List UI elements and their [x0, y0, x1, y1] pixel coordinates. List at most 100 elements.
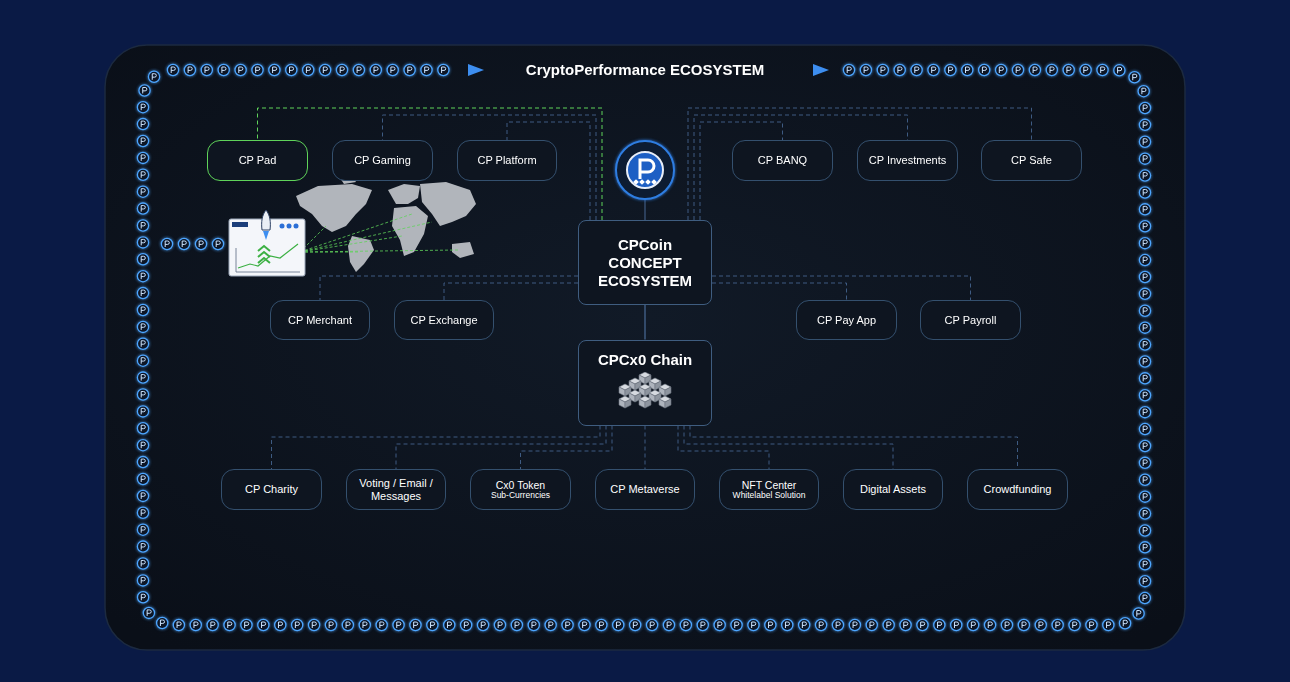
- coin-rim: [137, 237, 148, 248]
- coin-glyph: [290, 67, 294, 73]
- coin-glyph: [785, 622, 789, 628]
- coin-glyph: [141, 324, 145, 330]
- coin-glyph: [684, 622, 688, 628]
- node-label: CPCoin CONCEPT ECOSYSTEM: [587, 236, 703, 290]
- connector: [521, 426, 613, 470]
- coin-glyph: [363, 622, 367, 628]
- connector: [396, 426, 606, 470]
- connector: [258, 108, 603, 220]
- coin-glyph: [999, 67, 1003, 73]
- coin-rim: [1139, 322, 1150, 333]
- coin-rim: [137, 304, 148, 315]
- coin-icon: [1035, 619, 1046, 630]
- coin-icon: [1139, 102, 1150, 113]
- module-box: CP Pay App: [796, 300, 897, 340]
- coin-icon: [438, 64, 449, 75]
- coin-icon: [137, 524, 148, 535]
- coin-glyph: [205, 67, 209, 73]
- node-label: CP Gaming: [354, 154, 411, 167]
- coin-glyph: [1143, 544, 1147, 550]
- coin-glyph: [1143, 561, 1147, 567]
- coin-glyph: [1123, 620, 1127, 626]
- coin-glyph: [141, 442, 145, 448]
- coin-rim: [207, 619, 218, 630]
- screen-header: [232, 222, 248, 227]
- node-label: CP BANQ: [758, 154, 807, 167]
- coin-rim: [137, 406, 148, 417]
- module-box: CP Gaming: [332, 140, 433, 181]
- coin-icon: [1139, 407, 1150, 418]
- continent-shape: [388, 184, 420, 204]
- coin-glyph: [408, 67, 412, 73]
- node-label: Crowdfunding: [984, 483, 1052, 496]
- coin-glyph: [141, 273, 145, 279]
- node-label: NFT Center: [742, 479, 797, 491]
- coin-rim: [139, 85, 150, 96]
- coin-glyph: [982, 67, 986, 73]
- coin-icon: [1139, 254, 1150, 265]
- coin-icon: [843, 64, 854, 75]
- continent-shape: [392, 206, 428, 256]
- coin-glyph: [397, 622, 401, 628]
- coin-glyph: [1090, 622, 1094, 628]
- coin-icon: [1129, 72, 1140, 83]
- node-label: CP Pay App: [817, 314, 876, 327]
- coin-rim: [1018, 619, 1029, 630]
- hub-box: CPCoin CONCEPT ECOSYSTEM: [578, 220, 712, 305]
- node-label: CP Pad: [239, 154, 277, 167]
- coin-rim: [404, 64, 415, 75]
- cube-right: [665, 399, 671, 408]
- coin-icon: [137, 389, 148, 400]
- screen-icon: [280, 224, 285, 229]
- coin-glyph: [566, 622, 570, 628]
- coin-icon: [748, 619, 759, 630]
- chart-line: [238, 244, 298, 268]
- coin-icon: [494, 619, 505, 630]
- coin-glyph: [1137, 611, 1141, 617]
- coin-rim: [900, 619, 911, 630]
- coin-icon: [1138, 86, 1149, 97]
- coin-rim: [1129, 72, 1140, 83]
- logo-diamond: [651, 179, 657, 185]
- connector: [712, 276, 971, 300]
- coin-icon: [252, 64, 263, 75]
- coin-rim: [1103, 619, 1114, 630]
- node-label: CP Platform: [477, 154, 536, 167]
- coin-glyph: [273, 67, 277, 73]
- coin-rim: [1139, 559, 1150, 570]
- continent-shape: [420, 182, 476, 226]
- coin-glyph: [600, 622, 604, 628]
- coin-glyph: [141, 206, 145, 212]
- coin-icon: [393, 619, 404, 630]
- coin-rim: [461, 619, 472, 630]
- coin-glyph: [481, 622, 485, 628]
- cp-pad-screenshot: [229, 210, 458, 276]
- coin-rim: [137, 338, 148, 349]
- coin-icon: [286, 64, 297, 75]
- coin-glyph: [141, 307, 145, 313]
- coin-icon: [143, 607, 154, 618]
- coin-rim: [235, 64, 246, 75]
- coin-glyph: [701, 622, 705, 628]
- coin-glyph: [898, 67, 902, 73]
- coin-glyph: [143, 87, 147, 93]
- coin-icon: [680, 619, 691, 630]
- screen-icon: [287, 224, 292, 229]
- connector: [678, 426, 769, 470]
- coin-rim: [393, 619, 404, 630]
- cube-icon: [619, 396, 631, 408]
- coin-glyph: [1050, 67, 1054, 73]
- coin-glyph: [532, 622, 536, 628]
- coin-rim: [137, 169, 148, 180]
- coin-glyph: [1143, 443, 1147, 449]
- coin-rim: [1139, 136, 1150, 147]
- coin-rim: [387, 64, 398, 75]
- coin-rim: [325, 619, 336, 630]
- screen-icon: [294, 224, 299, 229]
- coin-icon: [984, 619, 995, 630]
- connector: [272, 426, 601, 470]
- coin-icon: [934, 619, 945, 630]
- coin-rim: [562, 619, 573, 630]
- coin-rim: [137, 287, 148, 298]
